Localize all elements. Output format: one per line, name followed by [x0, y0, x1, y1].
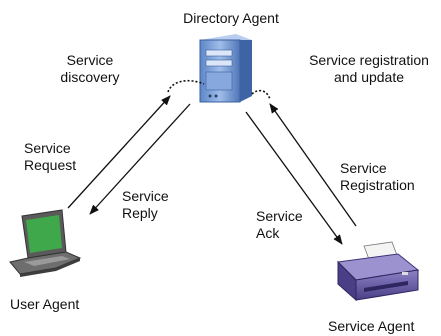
service-request-line2: Request — [24, 157, 77, 173]
service-registration-line1: Service — [340, 160, 387, 176]
service-ack-line1: Service — [256, 208, 303, 224]
server-icon — [199, 34, 252, 103]
service-registration-update-label: Service registration and update — [303, 52, 435, 86]
service-reply-line2: Reply — [122, 205, 158, 221]
service-discovery-line1: Service — [66, 52, 114, 68]
printer-icon — [336, 241, 420, 302]
service-request-label: Service Request — [24, 140, 76, 174]
service-request-line1: Service — [24, 140, 71, 156]
user-agent-label: User Agent — [10, 296, 80, 312]
service-reply-arrow — [89, 103, 191, 215]
service-reply-label: Service Reply — [122, 188, 169, 222]
registration-update-line1: Service registration — [309, 52, 429, 68]
directory-agent-label: Directory Agent — [183, 10, 279, 26]
service-discovery-line2: discovery — [60, 69, 120, 85]
laptop-icon — [9, 209, 82, 277]
service-ack-label: Service Ack — [256, 208, 303, 242]
service-reply-line1: Service — [122, 188, 169, 204]
service-ack-line2: Ack — [256, 225, 280, 241]
service-registration-line2: Registration — [340, 177, 415, 193]
service-registration-arrow — [269, 103, 357, 227]
service-registration-label: Service Registration — [340, 160, 415, 194]
service-request-arrow — [67, 95, 171, 209]
registration-dotted-arc — [251, 89, 271, 101]
service-agent-label: Service Agent — [328, 318, 415, 334]
registration-update-line2: and update — [333, 69, 405, 85]
discovery-dotted-arc — [167, 79, 205, 93]
service-ack-arrow — [245, 111, 343, 245]
service-discovery-label: Service discovery — [50, 52, 130, 86]
